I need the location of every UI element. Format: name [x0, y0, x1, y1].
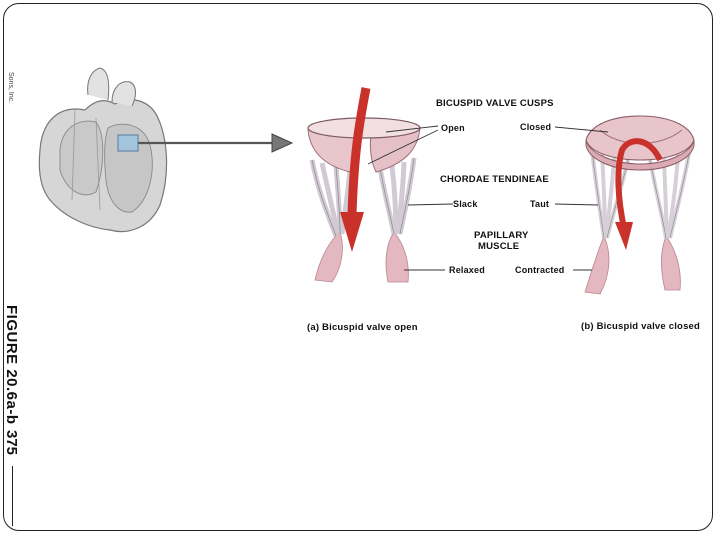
subcaption-open: (a) Bicuspid valve open [307, 322, 418, 333]
papillary-label-line1: PAPILLARY [474, 230, 529, 241]
closed-label: Closed [520, 122, 552, 132]
contracted-label: Contracted [515, 265, 565, 275]
figure-caption: FIGURE 20.6a-b [3, 305, 20, 425]
pointer-arrow [138, 133, 294, 153]
leader-lines [367, 125, 609, 271]
valve-closed-illustration [584, 115, 695, 295]
credit-text: Sons, Inc. [7, 72, 14, 104]
slack-label: Slack [453, 199, 478, 209]
chordae-header-label: CHORDAE TENDINEAE [440, 174, 549, 185]
valve-highlight-box [117, 134, 139, 152]
relaxed-label: Relaxed [449, 265, 485, 275]
open-label: Open [441, 123, 465, 133]
taut-label: Taut [530, 199, 550, 209]
papillary-label-line2: MUSCLE [478, 241, 520, 252]
cusps-header-label: BICUSPID VALVE CUSPS [436, 98, 554, 109]
heart-illustration [38, 67, 168, 233]
subcaption-closed: (b) Bicuspid valve closed [581, 321, 701, 332]
caption-rule [12, 466, 13, 526]
valve-open-illustration [307, 87, 421, 283]
page-number: 375 [3, 430, 20, 456]
